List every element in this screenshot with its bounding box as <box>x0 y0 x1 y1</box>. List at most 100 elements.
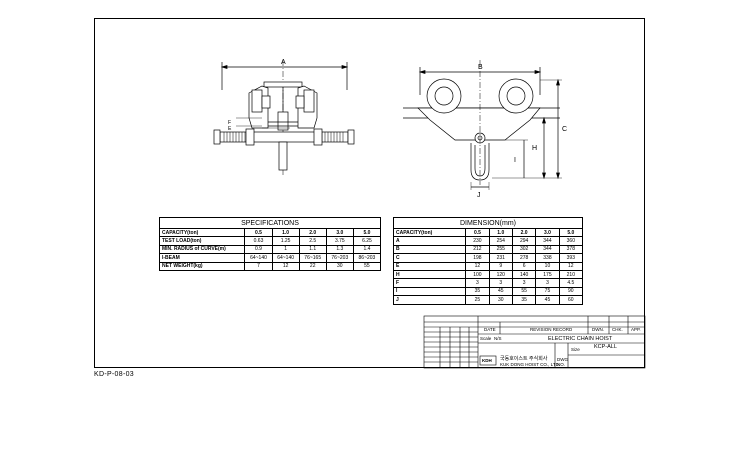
dimension-cell: 175 <box>535 269 560 280</box>
dimension-cell: 198 <box>465 253 490 263</box>
dimension-cell: 378 <box>558 244 584 255</box>
dimension-cell: 35 <box>511 295 537 305</box>
dim-label-a: A <box>281 59 286 66</box>
dim-label-c: C <box>562 126 567 133</box>
specifications-cell: 76~203 <box>325 253 354 263</box>
specifications-cell: 12 <box>271 261 300 271</box>
dimension-cell: 4.5 <box>558 278 584 288</box>
dimension-cell: 294 <box>511 236 537 246</box>
specifications-cell: TEST LOAD(ton) <box>158 236 246 246</box>
title-block-lines <box>423 315 646 369</box>
specifications-cell: 2.5 <box>298 236 327 246</box>
specifications-cell: 3.75 <box>325 236 354 246</box>
dimension-cell: 344 <box>535 244 560 255</box>
specifications-cell: 76~165 <box>298 253 327 263</box>
dimension-cell: 254 <box>488 236 513 246</box>
title-block-revision: REVISION RECORD <box>530 327 573 332</box>
dimension-cell: J <box>392 295 467 305</box>
specifications-cell: 86~203 <box>352 253 382 263</box>
dimension-cell: 12 <box>558 261 584 271</box>
title-block-dwg-label: DWG <box>557 357 568 362</box>
specifications-cell: 1 <box>271 244 300 255</box>
specifications-cell: 6.25 <box>352 236 382 246</box>
title-block-product: ELECTRIC CHAIN HOIST <box>548 336 613 342</box>
dimension-cell: I <box>392 286 467 297</box>
company-name-kr: 국동호이스트 주식회사 <box>500 356 548 362</box>
dimension-cell: F <box>392 278 467 288</box>
specifications-cell: 64~140 <box>244 253 273 263</box>
dim-label-e: E <box>228 126 232 132</box>
specifications-cell: 55 <box>352 261 382 271</box>
specifications-header-cell: 2.0 <box>298 227 327 238</box>
dimension-cell: 255 <box>488 244 513 255</box>
title-block-app: APP. <box>631 327 641 332</box>
dimension-cell: 30 <box>488 295 513 305</box>
dimension-cell: B <box>392 244 467 255</box>
dimension-cell: 231 <box>488 253 513 263</box>
dimension-cell: 3 <box>511 278 537 288</box>
dimension-cell: 12 <box>465 261 490 271</box>
title-block-date: DATE <box>484 327 496 332</box>
dimension-cell: 35 <box>465 286 490 297</box>
dim-label-h: H <box>532 145 537 152</box>
specifications-cell: NET WEIGHT(kg) <box>158 261 246 271</box>
specifications-cell: 64~140 <box>271 253 300 263</box>
drawing-sheet-border <box>94 18 645 368</box>
dimension-cell: 6 <box>511 261 537 271</box>
dim-label-i: I <box>514 157 516 164</box>
specifications-cell: 30 <box>325 261 354 271</box>
specifications-header-cell: 5.0 <box>352 227 382 238</box>
company-name-en: KUK DONG HOIST CO., LTD. <box>500 362 561 367</box>
dimension-cell: 25 <box>465 295 490 305</box>
specifications-cell: 1.4 <box>352 244 382 255</box>
dim-label-j: J <box>477 192 481 199</box>
dimension-header-cell: 0.5 <box>465 227 490 238</box>
dimension-cell: 100 <box>465 269 490 280</box>
dimension-cell: A <box>392 236 467 246</box>
dimension-cell: C <box>392 253 467 263</box>
dimension-cell: 3 <box>488 278 513 288</box>
dimension-header-cell: 2.0 <box>511 227 537 238</box>
title-block-no-label: NO. <box>557 362 566 367</box>
dimension-cell: 278 <box>511 253 537 263</box>
dimension-cell: 45 <box>535 295 560 305</box>
dimension-cell: 90 <box>558 286 584 297</box>
specifications-cell: 1.3 <box>325 244 354 255</box>
dimension-cell: 393 <box>558 253 584 263</box>
dimension-cell: 212 <box>465 244 490 255</box>
dimension-cell: 3 <box>465 278 490 288</box>
specifications-cell: 0.9 <box>244 244 273 255</box>
title-block-chk: CHK. <box>612 327 623 332</box>
dimension-cell: H <box>392 269 467 280</box>
dim-label-b: B <box>478 64 483 71</box>
specifications-cell: 1.25 <box>271 236 300 246</box>
front-view-drawing <box>403 60 562 190</box>
dimension-cell: 9 <box>488 261 513 271</box>
dimension-cell: 60 <box>558 295 584 305</box>
title-block-size-label: Size <box>571 347 580 352</box>
dimension-cell: 55 <box>511 286 537 297</box>
dimension-title: DIMENSION(mm) <box>393 217 583 229</box>
dimension-cell: 338 <box>535 253 560 263</box>
dimension-cell: 120 <box>488 269 513 280</box>
dimension-cell: 230 <box>465 236 490 246</box>
dimension-cell: 302 <box>511 244 537 255</box>
dimension-cell: 140 <box>511 269 537 280</box>
title-block-scale-value: N/S <box>494 336 502 341</box>
specifications-header-cell: CAPACITY(ton) <box>158 227 246 238</box>
dimension-cell: 75 <box>535 286 560 297</box>
